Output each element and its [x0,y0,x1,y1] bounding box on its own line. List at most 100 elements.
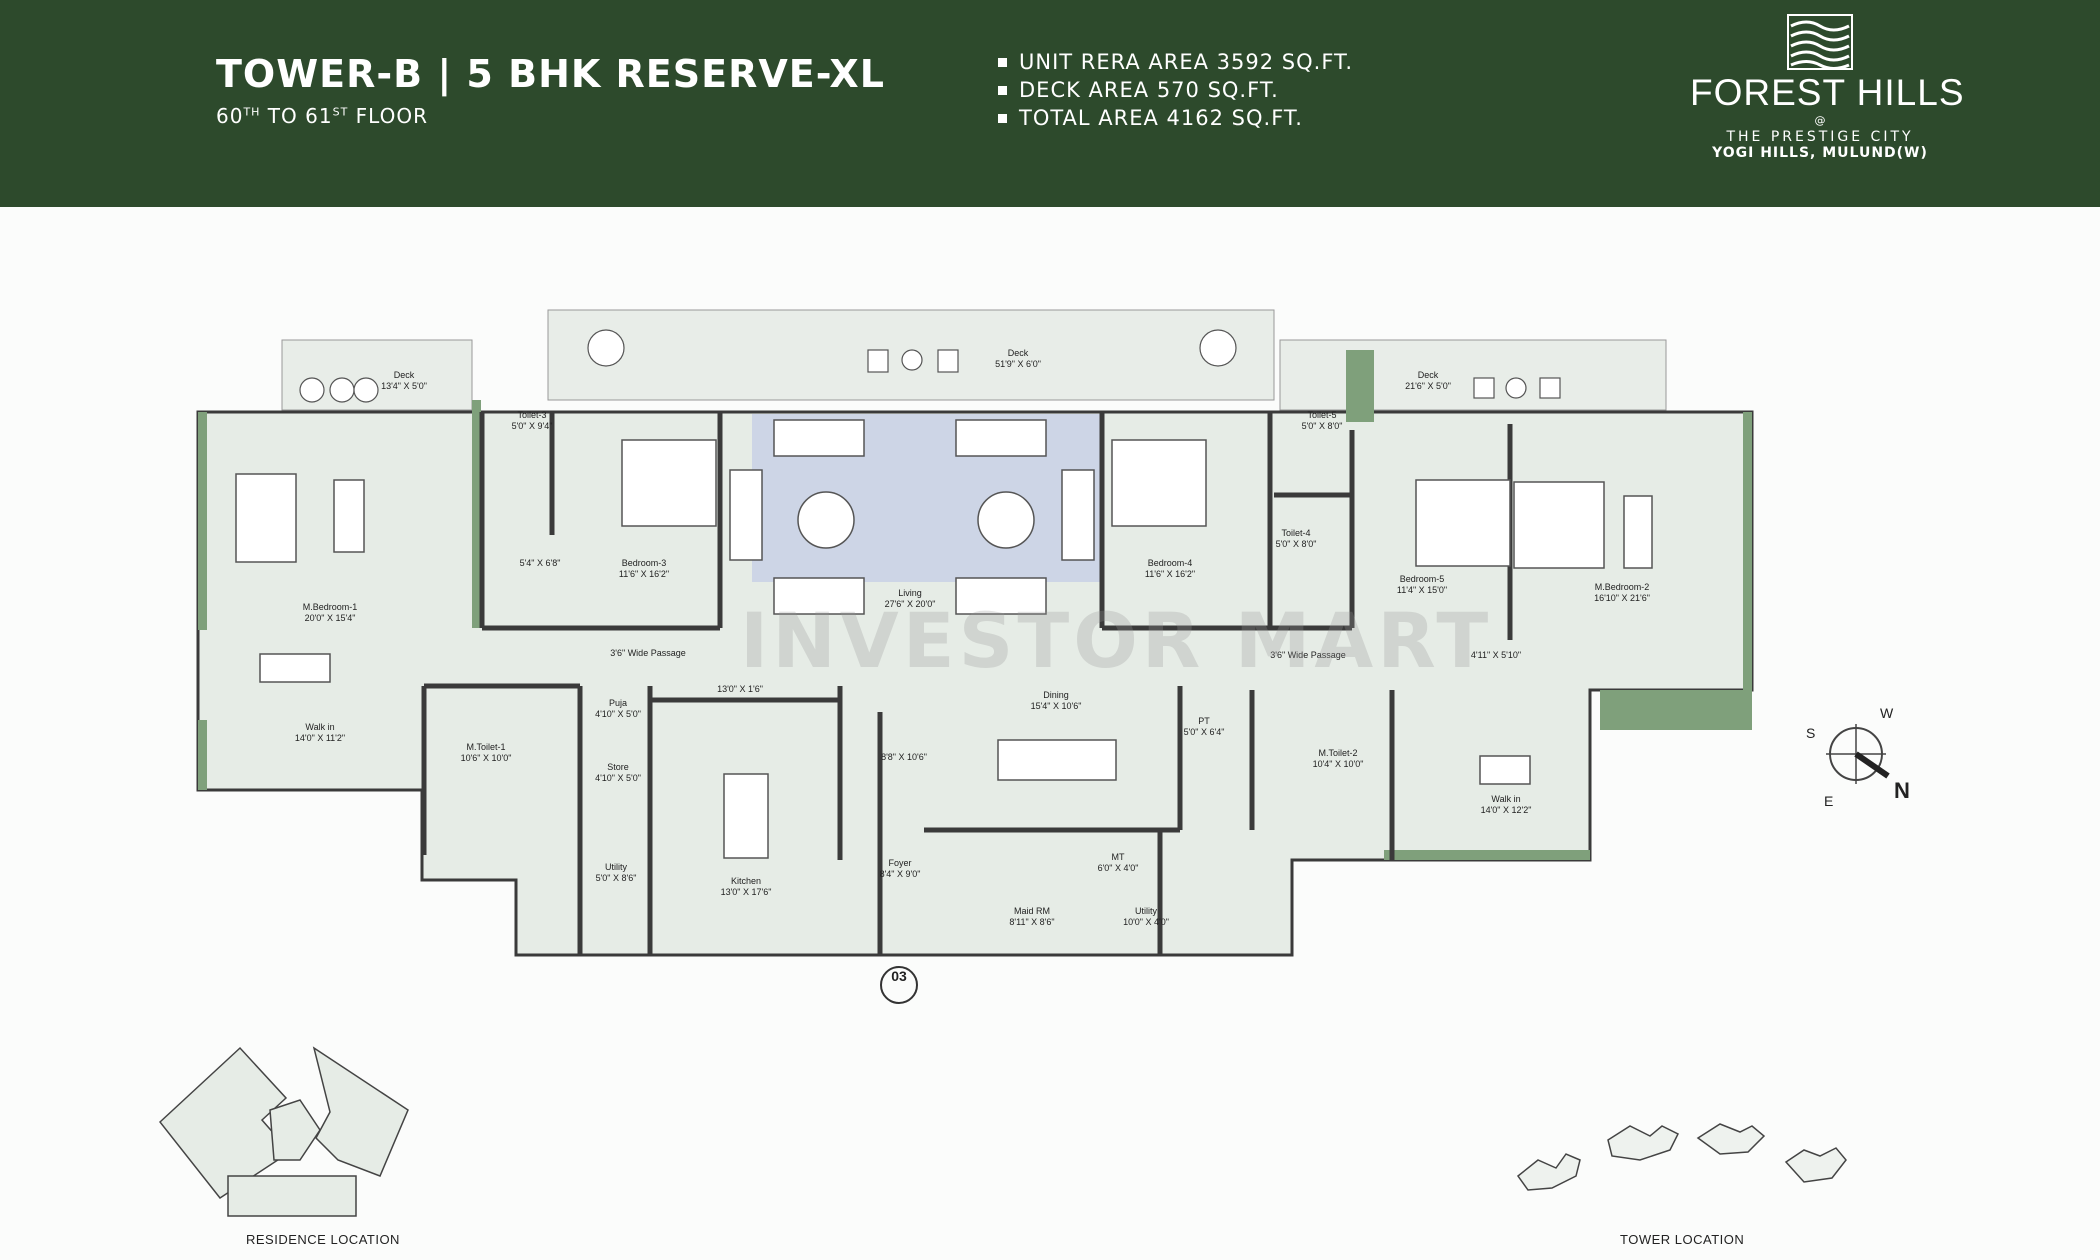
room-name: Kitchen [731,876,761,886]
green-wall [198,720,207,790]
room-label-mt: MT6'0" X 4'0" [1098,852,1139,873]
room-name: Maid RM [1014,906,1050,916]
room-name: PT [1198,716,1210,726]
deck-right-area [1279,339,1667,411]
room-name: Bedroom-5 [1400,574,1445,584]
green-wall [1346,350,1374,422]
room-dimension: 8'4" X 9'0" [880,869,921,879]
room-dimension: 8'11" X 8'6" [1009,917,1054,927]
room-label-mbedroom-2: M.Bedroom-216'10" X 21'6" [1594,582,1650,603]
room-name: Deck [1418,370,1439,380]
room-dimension: 8'8" X 10'6" [881,752,927,762]
room-dimension: 14'0" X 11'2" [295,733,345,743]
watermark: INVESTOR MART [740,596,1493,685]
bed-icon [1513,481,1605,569]
room-dimension: 13'0" X 1'6" [717,684,763,694]
floor-from-sup: TH [243,105,261,119]
room-dimension: 5'0" X 8'0" [1276,539,1317,549]
rera-area: UNIT RERA AREA 3592 SQ.FT. [1019,50,1354,74]
room-name: Dining [1043,690,1069,700]
room-dimension: 11'6" X 16'2" [1145,569,1195,579]
room-dimension: 4'11" X 5'10" [1471,650,1521,660]
room-dimension: 5'4" X 6'8" [520,558,561,568]
floor-range: 60TH TO 61ST FLOOR [216,104,428,128]
room-dimension: 14'0" X 12'2" [1481,805,1532,815]
area-item: TOTAL AREA 4162 SQ.FT. [998,104,1353,132]
plan-title: TOWER-B | 5 BHK RESERVE-XL [216,52,885,96]
room-name: 3'6" Wide Passage [1270,650,1345,660]
compass-w: W [1880,705,1894,721]
room-dimension: 10'0" X 4'0" [1123,917,1169,927]
bed-icon [1111,439,1207,527]
sofa-icon [1061,469,1095,561]
area-item: DECK AREA 570 SQ.FT. [998,76,1353,104]
room-dimension: 5'0" X 9'4" [512,421,553,431]
room-label-mtoilet-2: M.Toilet-210'4" X 10'0" [1313,748,1364,769]
room-name: Toilet-3 [517,410,546,420]
room-dimension: 10'4" X 10'0" [1313,759,1364,769]
room-name: Walk in [305,722,334,732]
deck-area: DECK AREA 570 SQ.FT. [1019,78,1279,102]
room-label-bedroom-5: Bedroom-511'4" X 15'0" [1397,574,1447,595]
room-name: M.Bedroom-2 [1595,582,1650,592]
room-label-maid-rm: Maid RM8'11" X 8'6" [1009,906,1054,927]
room-name: M.Toilet-2 [1318,748,1357,758]
area-list: UNIT RERA AREA 3592 SQ.FT. DECK AREA 570… [998,48,1353,132]
room-dimension: 5'0" X 6'4" [1184,727,1225,737]
compass-e: E [1824,793,1833,809]
table-icon [977,491,1035,549]
tower-location-label: TOWER LOCATION [1620,1232,1745,1247]
compass-icon: W S E N [1806,705,1910,809]
room-dimension: 6'0" X 4'0" [1098,863,1139,873]
room-name: Toilet-4 [1281,528,1310,538]
room-label-toilet-4: Toilet-45'0" X 8'0" [1276,528,1317,549]
residence-location-map [158,1046,409,1217]
floor-from: 60 [216,104,244,128]
room-name: Toilet-5 [1307,410,1336,420]
room-name: Puja [609,698,627,708]
sofa-icon [333,479,365,553]
room-label-bedroom-4: Bedroom-411'6" X 16'2" [1145,558,1195,579]
room-label-toilet-3: Toilet-35'0" X 9'4" [512,410,553,431]
room-dimension: 4'10" X 5'0" [595,709,641,719]
room-dimension: 20'0" X 15'4" [305,613,356,623]
room-label-mtoilet-1: M.Toilet-110'6" X 10'0" [461,742,512,763]
room-dimension: 11'6" X 16'2" [619,569,669,579]
floor-to-sup: ST [332,105,349,119]
room-dimension: 27'6" X 20'0" [885,599,936,609]
room-name: Living [898,588,922,598]
floor-to: 61 [305,104,333,128]
interior-walls [421,412,1513,955]
green-wall [1384,850,1590,860]
room-dimension: 5'0" X 8'0" [1302,421,1343,431]
brand-location: YOGI HILLS, MULUND(W) [1712,145,1928,161]
waves-logo-icon [1787,14,1853,70]
room-dimension: 13'4" X 5'0" [381,381,427,391]
room-name: Utility [1135,906,1157,916]
room-label-lobby: 8'8" X 10'6" [881,752,927,762]
room-name: Store [607,762,629,772]
entry-marker: 03 [880,966,918,1004]
room-label-pt: PT5'0" X 6'4" [1184,716,1225,737]
room-dimension: 13'0" X 17'6" [721,887,772,897]
room-name: Bedroom-3 [622,558,667,568]
room-dimension: 4'10" X 5'0" [595,773,641,783]
room-label-counter: 13'0" X 1'6" [717,684,763,694]
tower-location-map [1516,1123,1847,1191]
sofa-icon [729,469,763,561]
room-name: Bedroom-4 [1148,558,1193,568]
kitchen-island-icon [723,773,769,859]
room-label-passage-right: 3'6" Wide Passage [1270,650,1345,660]
room-dimension: 11'4" X 15'0" [1397,585,1447,595]
